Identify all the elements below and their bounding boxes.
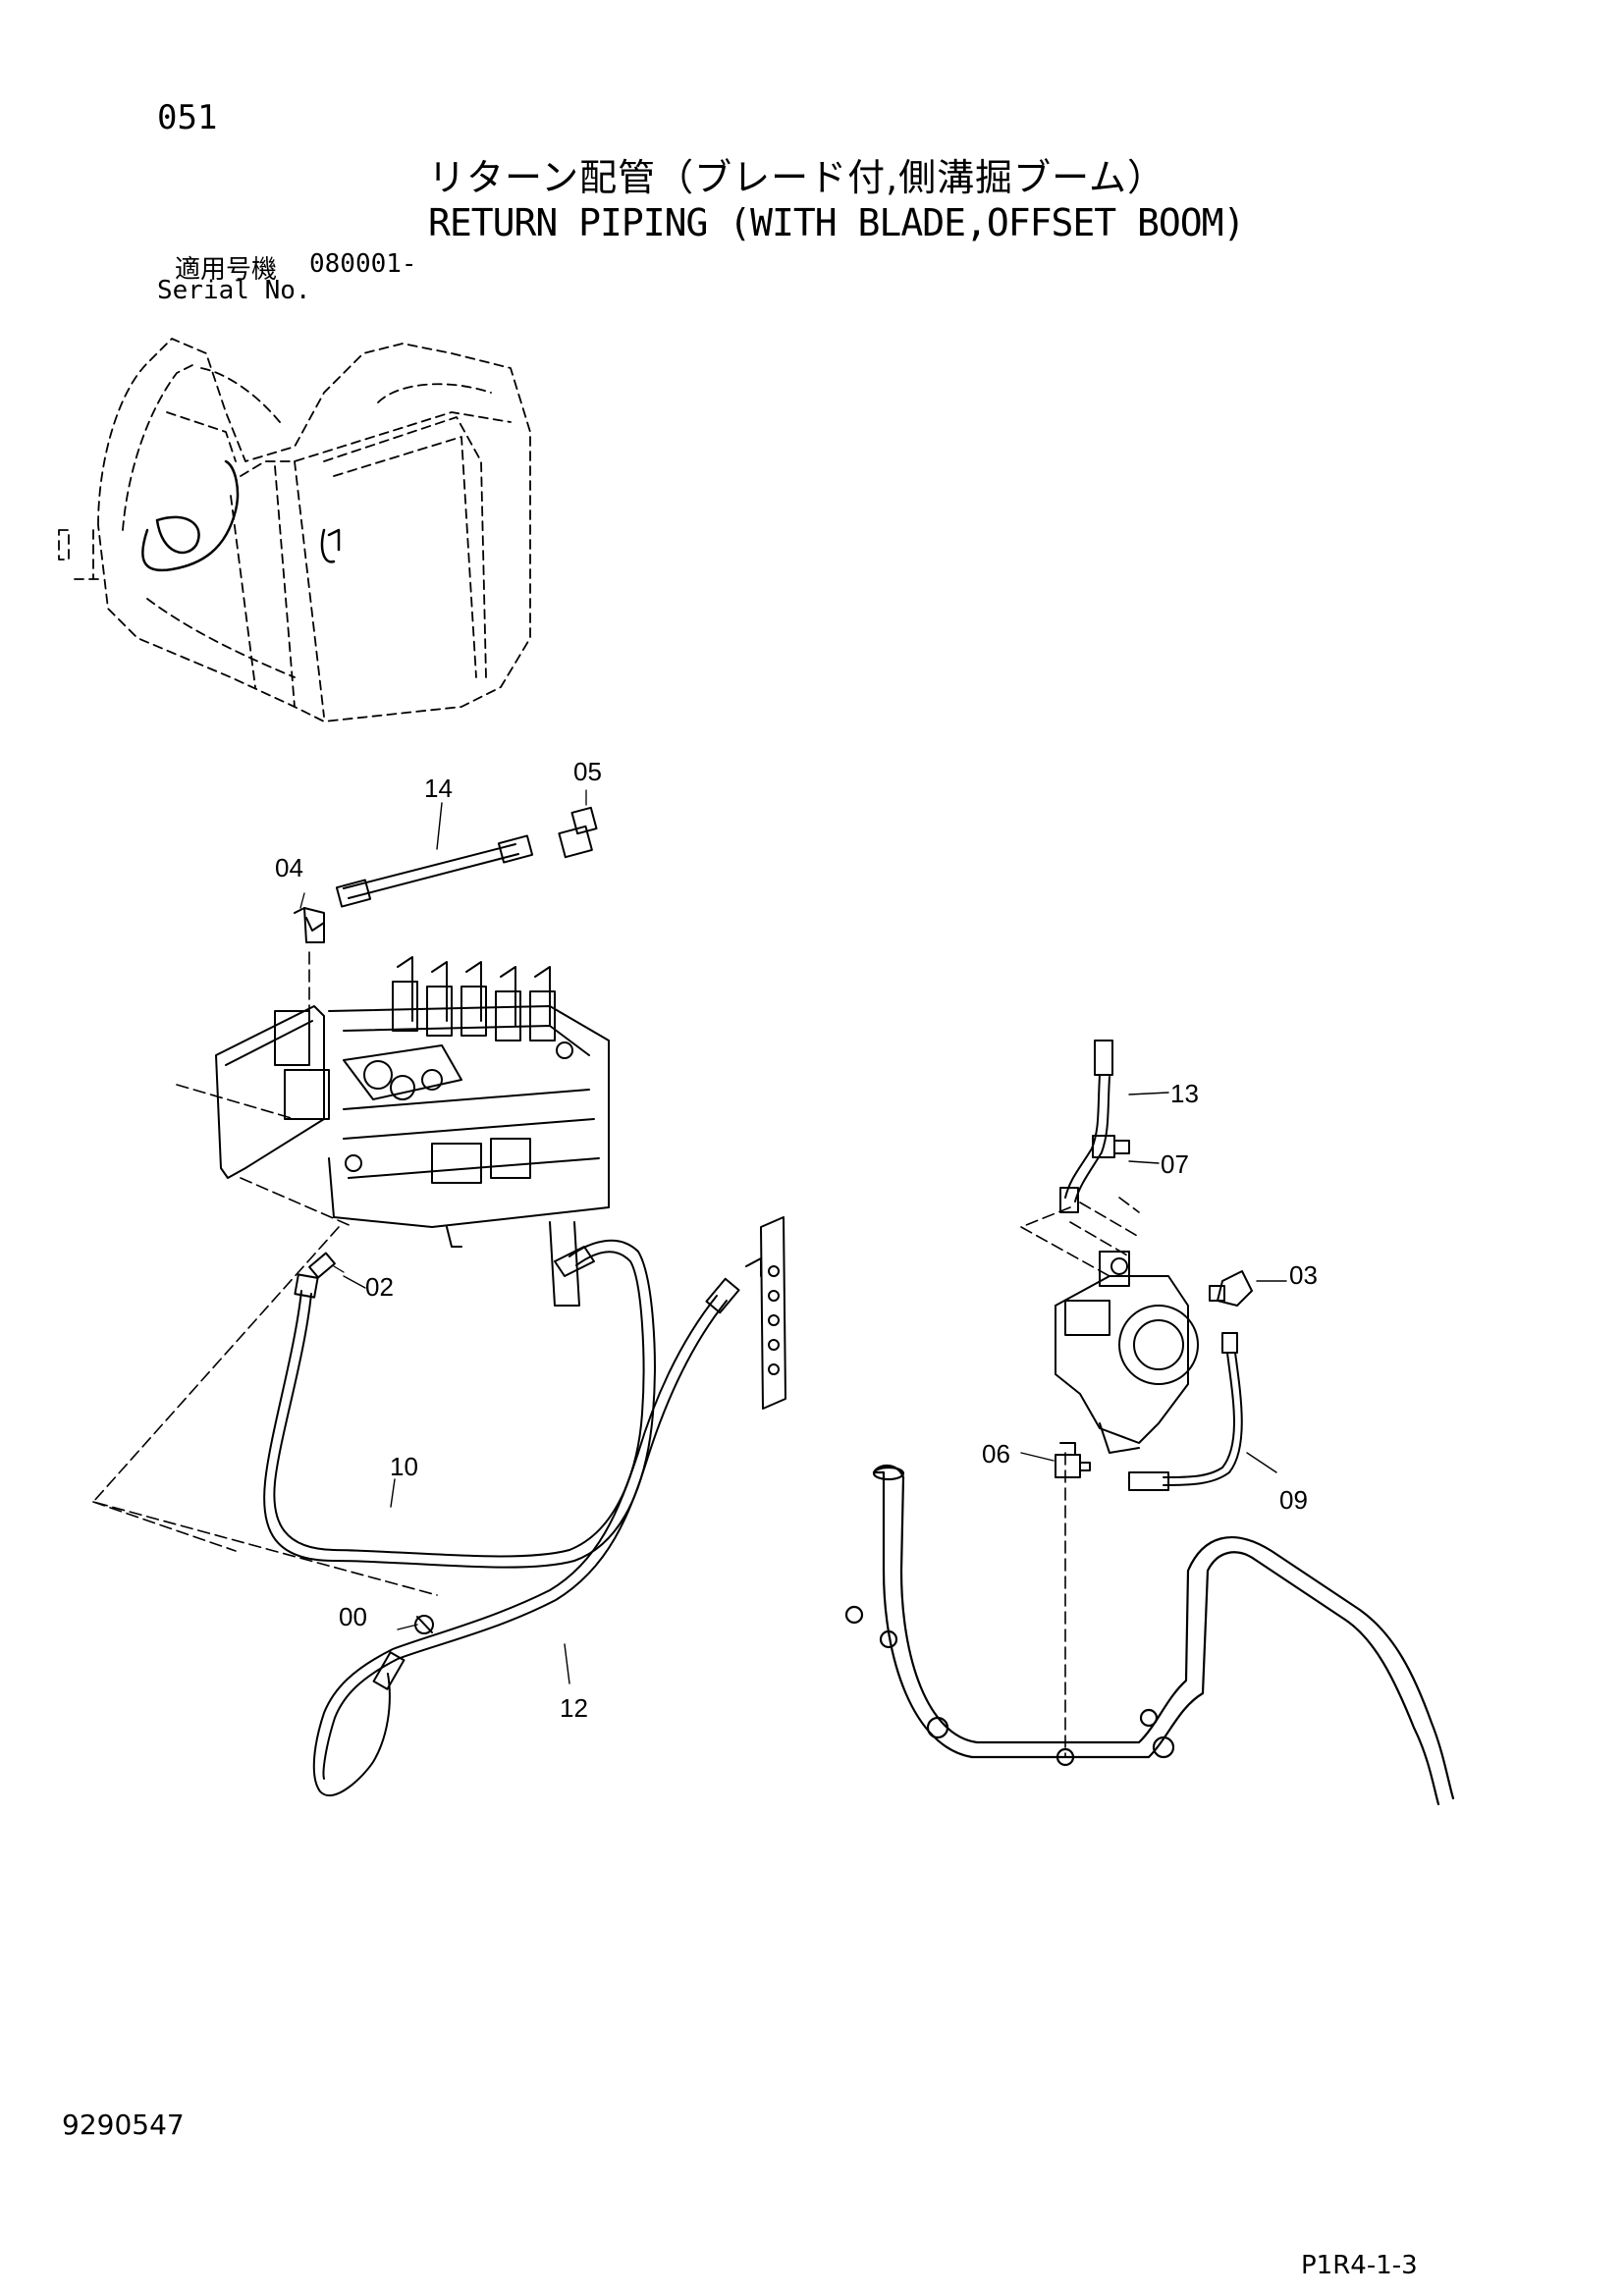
callout-00: 00	[339, 1602, 367, 1631]
document-number: 9290547	[62, 2109, 185, 2141]
callout-05: 05	[573, 757, 602, 786]
blade-valve-leader-lines	[1020, 1197, 1140, 1758]
sheet-reference: P1R4-1-3	[1301, 2251, 1418, 2280]
fitting-06	[1055, 1442, 1091, 1478]
callout-leader-lines	[343, 802, 1287, 1684]
callout-12: 12	[560, 1693, 588, 1723]
hose-14	[335, 834, 534, 908]
hose-09	[1128, 1332, 1243, 1491]
callout-02: 02	[365, 1272, 394, 1302]
mounting-bracket	[745, 1216, 786, 1410]
callout-04: 04	[275, 853, 303, 882]
hose-13	[1059, 1040, 1113, 1213]
title-english: RETURN PIPING (WITH BLADE,OFFSET BOOM)	[428, 201, 1245, 244]
fitting-02	[308, 1252, 345, 1279]
hose-12	[312, 1277, 740, 1796]
fitting-04	[294, 892, 325, 943]
assembly-leader-lines	[92, 951, 438, 1596]
callout-10: 10	[390, 1452, 418, 1481]
title-japanese: リターン配管（ブレード付,側溝掘ブーム）	[428, 156, 1166, 199]
control-valve-assembly	[215, 956, 610, 1307]
blade-valve-assembly	[1055, 1251, 1199, 1454]
fitting-00	[414, 1615, 434, 1634]
return-pipe	[844, 1465, 1455, 1806]
hose-10	[263, 1239, 656, 1569]
cab-overview-illustration	[58, 338, 531, 722]
fitting-07	[1092, 1135, 1130, 1158]
serial-label-english: Serial No.	[157, 276, 311, 305]
page-number: 051	[157, 98, 218, 137]
fitting-03	[1209, 1270, 1253, 1307]
callout-labels: 14 05 04 13 07 02 03 06 09 10 00 12	[275, 757, 1318, 1723]
serial-number-value: 080001-	[309, 249, 417, 279]
fitting-05	[558, 789, 598, 859]
callout-13: 13	[1170, 1079, 1199, 1108]
callout-03: 03	[1289, 1260, 1318, 1290]
serial-label-japanese: 適用号機	[175, 255, 278, 285]
callout-09: 09	[1279, 1485, 1308, 1515]
cab-harness-detail	[141, 459, 341, 572]
callout-14: 14	[424, 774, 453, 803]
callout-07: 07	[1161, 1149, 1189, 1179]
callout-06: 06	[982, 1439, 1010, 1468]
